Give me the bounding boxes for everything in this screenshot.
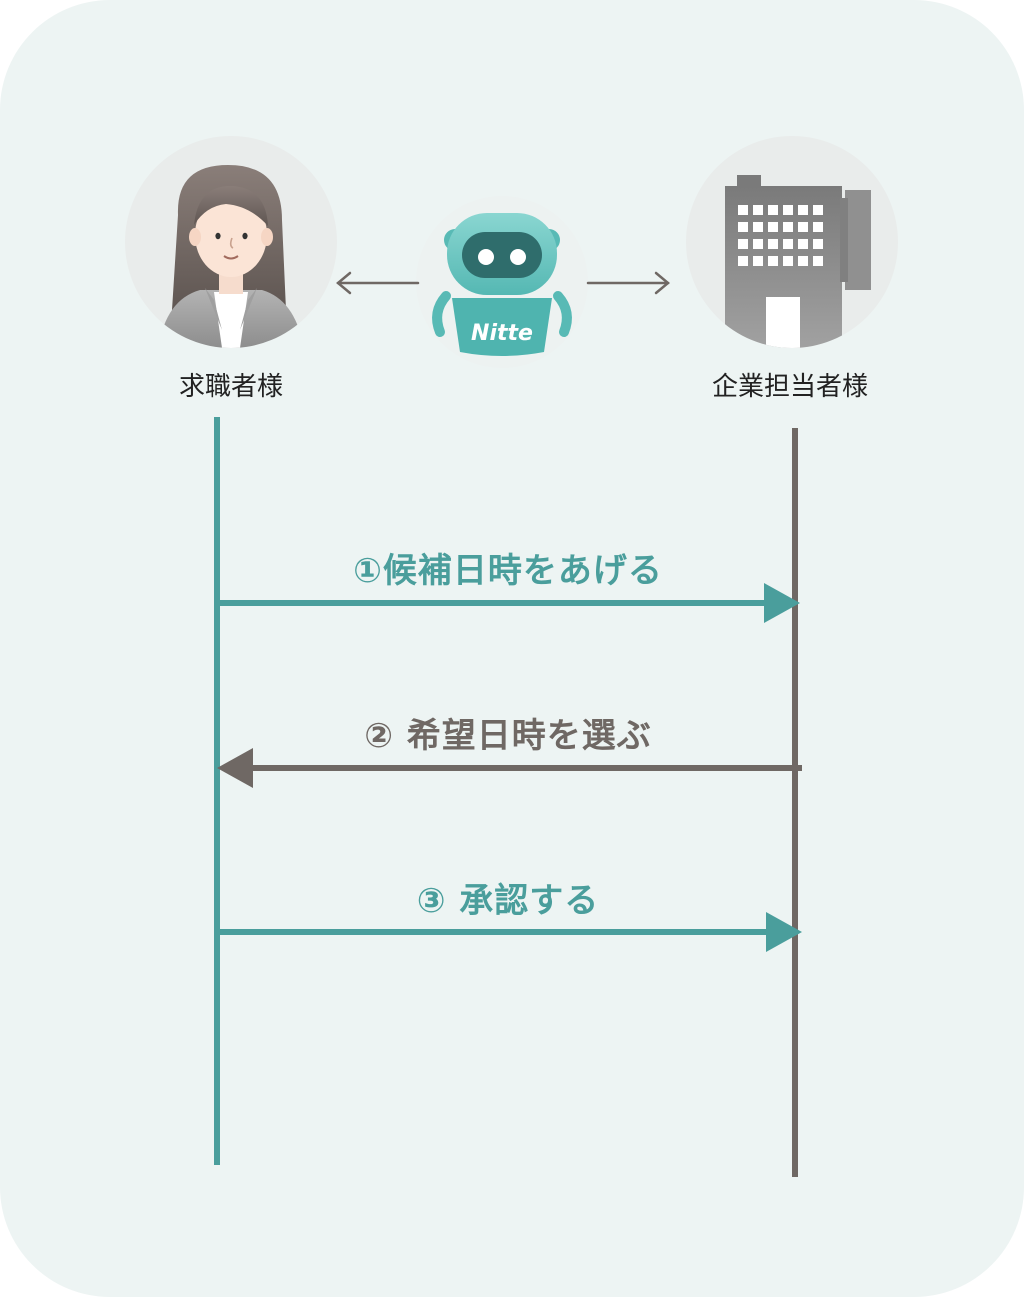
message-1-label: ①候補日時をあげる <box>353 551 663 591</box>
company-contact-label: 企業担当者様 <box>711 372 868 402</box>
message-2-arrow <box>217 748 802 788</box>
bot-name-text: Nitte <box>471 321 533 346</box>
bot-to-right-arrow <box>586 271 670 295</box>
message-3-label: ③ 承認する <box>416 881 600 921</box>
businesswoman-avatar-icon <box>125 136 337 348</box>
message-1-arrow <box>217 583 800 623</box>
bot-to-left-arrow <box>336 271 420 295</box>
message-2-label: ② 希望日時を選ぶ <box>364 716 652 756</box>
message-3-arrow <box>217 912 802 952</box>
jobseeker-label: 求職者様 <box>178 372 283 402</box>
office-building-icon <box>686 136 898 348</box>
robot-mascot-icon: Nitte <box>416 196 588 368</box>
